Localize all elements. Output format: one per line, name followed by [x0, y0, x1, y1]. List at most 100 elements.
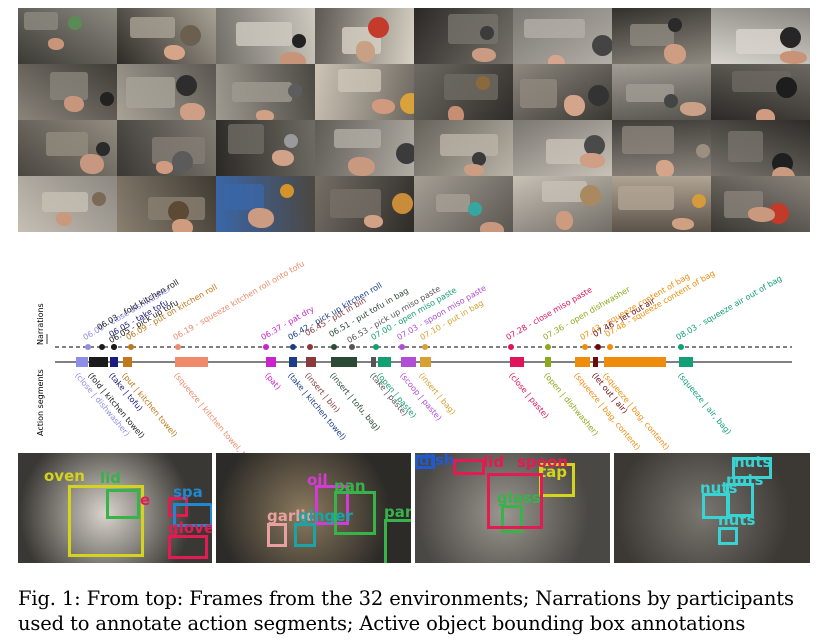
environment-frame — [513, 64, 612, 120]
cookware-object — [472, 152, 486, 166]
environment-frame — [711, 8, 810, 64]
counter-surface — [42, 192, 88, 212]
hand-shape — [548, 55, 565, 64]
counter-surface — [524, 19, 585, 38]
cookware-object — [292, 34, 306, 48]
narration-marker — [307, 344, 313, 350]
environment-frame — [612, 8, 711, 64]
cookware-object — [168, 201, 189, 222]
object-bounding-box — [334, 491, 376, 535]
cookware-object — [280, 184, 294, 198]
object-label: tap — [539, 463, 568, 481]
environment-frame — [315, 64, 414, 120]
cookware-object — [696, 144, 710, 158]
narration-marker — [85, 344, 91, 350]
object-label: lid — [483, 453, 505, 471]
action-segment-bar — [575, 357, 590, 367]
hand-shape — [156, 161, 173, 174]
hand-shape — [564, 95, 585, 116]
counter-surface — [542, 181, 587, 202]
environment-frame — [414, 64, 513, 120]
object-bounding-box — [501, 505, 523, 533]
hand-shape — [464, 164, 484, 176]
object-bounding-box — [732, 457, 772, 479]
narration-marker — [595, 344, 601, 350]
counter-surface — [236, 22, 292, 46]
object-bounding-box — [384, 519, 411, 563]
object-bounding-box — [718, 527, 738, 545]
counter-surface — [330, 189, 381, 218]
hand-shape — [656, 160, 674, 176]
counter-surface — [334, 129, 381, 148]
environment-frame — [18, 8, 117, 64]
environment-frame — [18, 120, 117, 176]
object-bounding-box — [173, 503, 212, 527]
narration-marker — [263, 344, 269, 350]
narration-marker — [607, 344, 613, 350]
narration-marker — [545, 344, 551, 350]
cookware-object — [288, 84, 302, 98]
cookware-object — [468, 202, 482, 216]
hand-shape — [356, 41, 375, 62]
narration-marker — [422, 344, 428, 350]
object-bounding-box — [106, 489, 140, 519]
counter-surface — [228, 124, 264, 154]
environment-frame — [117, 64, 216, 120]
hand-shape — [256, 110, 274, 120]
narration-marker — [678, 344, 684, 350]
environment-frame — [414, 8, 513, 64]
environment-frame — [513, 8, 612, 64]
counter-surface — [24, 12, 58, 30]
action-segment-bar — [266, 357, 276, 367]
object-label: nuts — [734, 453, 772, 471]
object-label: oil — [307, 471, 328, 489]
cookware-object — [480, 26, 494, 40]
cookware-object — [400, 93, 414, 114]
cookware-object — [588, 85, 609, 106]
action-segment-bar — [306, 357, 316, 367]
cookware-object — [664, 94, 678, 108]
cookware-object — [392, 193, 413, 214]
cookware-object — [584, 135, 605, 156]
environment-frame — [513, 176, 612, 232]
environment-frame — [414, 176, 513, 232]
hand-shape — [56, 212, 72, 226]
environment-frame — [612, 64, 711, 120]
counter-surface — [46, 132, 88, 156]
cookware-object — [692, 194, 706, 208]
environment-frame — [216, 8, 315, 64]
hand-shape — [248, 208, 274, 228]
environment-frames-mosaic — [18, 8, 810, 232]
cookware-object — [172, 151, 193, 172]
cookware-object — [284, 134, 298, 148]
object-label: spoon — [517, 453, 568, 471]
hand-shape — [672, 218, 694, 230]
cookware-object — [92, 192, 106, 206]
cookware-object — [776, 77, 797, 98]
hand-shape — [580, 153, 605, 168]
object-label: nuts — [718, 511, 756, 529]
object-label: garlic — [267, 507, 315, 525]
counter-surface — [232, 82, 292, 102]
environment-frame — [18, 176, 117, 232]
hand-shape — [480, 222, 504, 232]
environment-frame — [216, 64, 315, 120]
environment-frame — [513, 120, 612, 176]
action-segment-bar — [593, 357, 598, 367]
action-segment-bar — [289, 357, 297, 367]
action-segment-bar — [378, 357, 391, 367]
object-bounding-box — [726, 483, 754, 517]
action-segment-bar — [331, 357, 357, 367]
action-segments-axis-label: Action segments — [36, 369, 45, 436]
counter-surface — [440, 134, 498, 156]
counter-surface — [618, 186, 674, 210]
object-label: oven — [44, 467, 85, 485]
counter-surface — [338, 69, 381, 92]
environment-frame — [315, 8, 414, 64]
hand-shape — [164, 45, 185, 60]
cookware-object — [68, 16, 82, 30]
hand-shape — [680, 102, 706, 116]
object-bounding-box — [415, 455, 435, 469]
environment-frame — [117, 120, 216, 176]
